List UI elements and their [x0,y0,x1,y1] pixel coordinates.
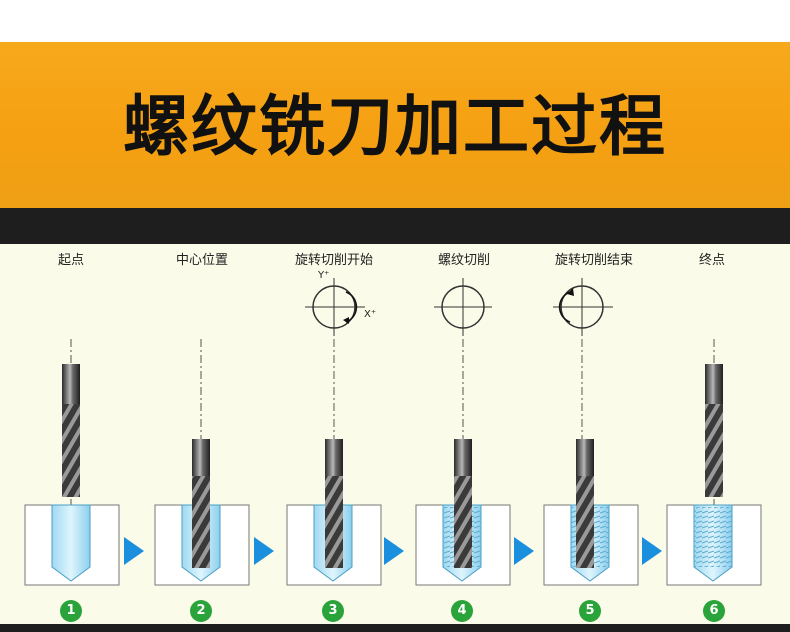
step-3-drawing: Y⁺ X⁺ [286,270,382,586]
step-arrow-2 [254,537,274,565]
step-arrow-3 [384,537,404,565]
step-1-number-badge: 1 [60,600,82,622]
step-5-label: 旋转切削结束 [554,253,633,268]
step-4-label: 螺纹切削 [437,253,490,268]
step-4-drawing [415,278,511,586]
step-6-number-badge: 6 [703,600,725,622]
step-5-drawing [543,278,639,586]
step-arrow-4 [514,537,534,565]
bottom-bar [0,624,790,632]
step-1-label: 起点 [57,253,84,268]
step-2-label: 中心位置 [175,253,228,268]
step-5-number-badge: 5 [579,600,601,622]
step-3-label: 旋转切削开始 [294,253,373,268]
step-6-drawing [666,339,762,586]
step-2-drawing [154,339,250,586]
process-illustration: Y⁺ X⁺ [24,270,762,586]
step-6-label: 终点 [698,253,725,268]
step-4-number-badge: 4 [451,600,473,622]
step-3-x-axis-label: X⁺ [364,309,376,320]
step-arrow-1 [124,537,144,565]
step-2-number-badge: 2 [190,600,212,622]
page-title: 螺纹铣刀加工过程 [123,88,667,165]
divider-bar [0,208,790,244]
step-3-y-axis-label: Y⁺ [317,270,329,281]
step-1-drawing [24,339,120,586]
title-banner: 螺纹铣刀加工过程 [0,42,790,208]
step-3-number-badge: 3 [322,600,344,622]
step-arrow-5 [642,537,662,565]
